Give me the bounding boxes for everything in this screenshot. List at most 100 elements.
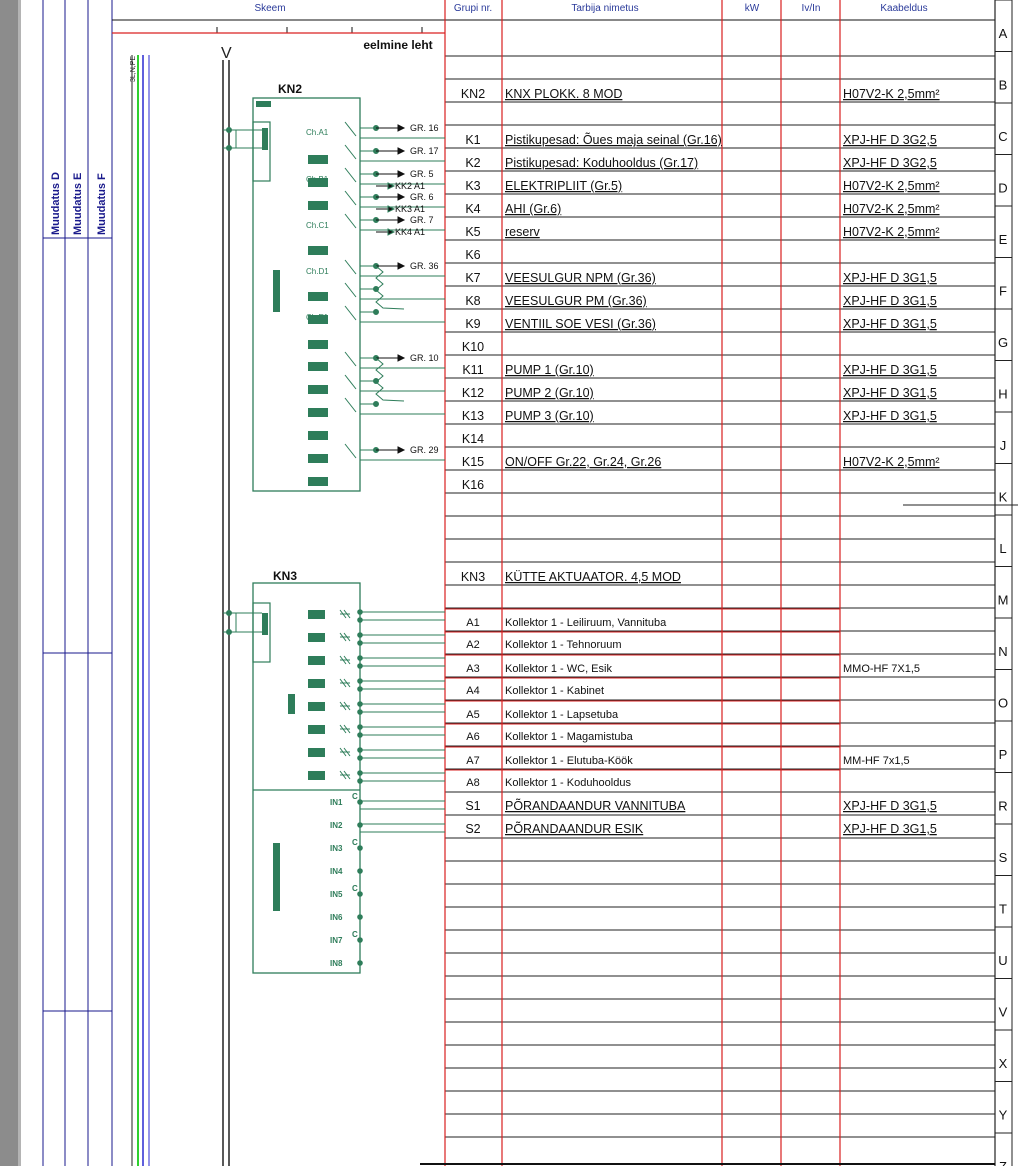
row-letter-column: ABCDEFGHJKLMNOPRSTUVXYZ xyxy=(995,0,1012,1166)
row-letter: X xyxy=(999,1056,1008,1071)
row-group-label: K16 xyxy=(462,478,484,492)
row-consumer-label: VEESULGUR NPM (Gr.36) xyxy=(505,271,656,285)
kn3-input-label: IN2 xyxy=(330,821,343,830)
row-consumer-label: VEESULGUR PM (Gr.36) xyxy=(505,294,647,308)
kn2-channel-bar xyxy=(308,155,328,164)
row-consumer-label: Pistikupesad: Õues maja seinal (Gr.16) xyxy=(505,132,722,147)
kn3-valve-icon xyxy=(339,632,351,642)
kn2-channel-label: Ch.B1 xyxy=(306,175,329,184)
kn3-channel-bar xyxy=(308,748,325,757)
row-group-label: K14 xyxy=(462,432,484,446)
row-cable-label: XPJ-HF D 3G1,5 xyxy=(843,317,937,331)
kn2-channel-bar xyxy=(308,385,328,394)
kn2-arrow-icon xyxy=(397,124,406,132)
row-cable-label: XPJ-HF D 3G2,5 xyxy=(843,133,937,147)
kn3-input-node xyxy=(357,822,363,828)
row-cable-label: MMO-HF 7X1,5 xyxy=(843,663,920,675)
kn3-input-node xyxy=(357,799,363,805)
page-edge-shadow xyxy=(0,0,18,1166)
row-consumer-label: ON/OFF Gr.22, Gr.24, Gr.26 xyxy=(505,455,661,469)
header-skeem: Skeem xyxy=(254,3,285,14)
kn3-input-label: IN8 xyxy=(330,959,343,968)
row-group-label: S2 xyxy=(465,822,480,836)
kn2-housing xyxy=(252,97,361,492)
header-consumer-name: Tarbija nimetus xyxy=(571,3,638,14)
kn2-output-label: GR. 16 xyxy=(410,123,439,133)
row-group-label: A3 xyxy=(466,663,479,675)
table-row: K14 xyxy=(462,432,484,446)
row-letter: Y xyxy=(999,1108,1008,1123)
table-row: A5 Kollektor 1 - Lapsetuba xyxy=(466,709,619,721)
kn2-switch-contact xyxy=(344,259,357,275)
revision-label-d: Muudatus D xyxy=(50,172,62,235)
kn3-common-mark: C xyxy=(352,792,358,801)
kn2-arrow-icon xyxy=(397,262,406,270)
row-group-label: K13 xyxy=(462,409,484,423)
row-consumer-label: KNX PLOKK. 8 MOD xyxy=(505,87,622,101)
kn2-arrow-icon xyxy=(397,170,406,178)
kn2-output-label: GR. 7 xyxy=(410,215,434,225)
kn2-switch-contact xyxy=(344,443,357,459)
kn3-housing xyxy=(252,582,361,974)
row-group-label: K8 xyxy=(465,294,480,308)
row-group-label: K2 xyxy=(465,156,480,170)
revision-block xyxy=(42,0,113,1166)
kn2-switch-contact xyxy=(344,374,357,390)
kn3-input-label: IN7 xyxy=(330,936,343,945)
row-group-label: A2 xyxy=(466,639,479,651)
kn3-valve-icon xyxy=(339,770,351,780)
kn2-arrow-icon xyxy=(397,193,406,201)
bus-mark: V xyxy=(221,45,232,62)
table-row: K8 VEESULGUR PM (Gr.36) XPJ-HF D 3G1,5 xyxy=(465,294,936,308)
kn3-valve-icon xyxy=(339,678,351,688)
row-group-label: A5 xyxy=(466,709,479,721)
kn2-output-label: GR. 36 xyxy=(410,261,439,271)
kn2-channel-label: Ch.C1 xyxy=(306,221,329,230)
kn3-status-bar xyxy=(288,694,295,714)
kn2-sub-arrow-icon xyxy=(387,182,396,190)
row-group-label: K12 xyxy=(462,386,484,400)
row-letter: B xyxy=(999,78,1008,93)
kn2-channel-bar xyxy=(308,201,328,210)
revision-label-e: Muudatus E xyxy=(72,173,84,235)
row-cable-label: XPJ-HF D 3G1,5 xyxy=(843,386,937,400)
kn2-channel-bar xyxy=(308,408,328,417)
row-consumer-label: Kollektor 1 - Lapsetuba xyxy=(505,709,619,721)
header-labels: Skeem Grupi nr. Tarbija nimetus kW Iv/In… xyxy=(254,3,927,14)
page-edge-border xyxy=(18,0,21,1166)
row-letter: V xyxy=(999,1005,1008,1020)
header-kw: kW xyxy=(745,3,760,14)
row-cable-label: MM-HF 7x1,5 xyxy=(843,755,910,767)
kn3-valve-icon xyxy=(339,724,351,734)
kn3-valve-icon xyxy=(339,747,351,757)
kn2-output-label: GR. 5 xyxy=(410,169,434,179)
row-letter: L xyxy=(999,541,1006,556)
row-letter: P xyxy=(999,747,1008,762)
kn3-input-label: IN1 xyxy=(330,798,343,807)
row-cable-label: XPJ-HF D 3G1,5 xyxy=(843,294,937,308)
kn3-input-label: IN6 xyxy=(330,913,343,922)
kn2-channel-bar xyxy=(308,477,328,486)
kn3-input-bar xyxy=(262,613,268,635)
row-letter: C xyxy=(998,129,1007,144)
kn3-input-node xyxy=(357,960,363,966)
kn2-arrow-icon xyxy=(397,446,406,454)
header-group-nr: Grupi nr. xyxy=(454,3,492,14)
kn2-sub-output-label: KK2 A1 xyxy=(395,181,425,191)
row-letter: T xyxy=(999,902,1007,917)
kn3-status-bar-lower xyxy=(273,843,280,911)
kn2-switch-contact xyxy=(344,282,357,298)
row-consumer-label: ELEKTRIPLIIT (Gr.5) xyxy=(505,179,622,193)
